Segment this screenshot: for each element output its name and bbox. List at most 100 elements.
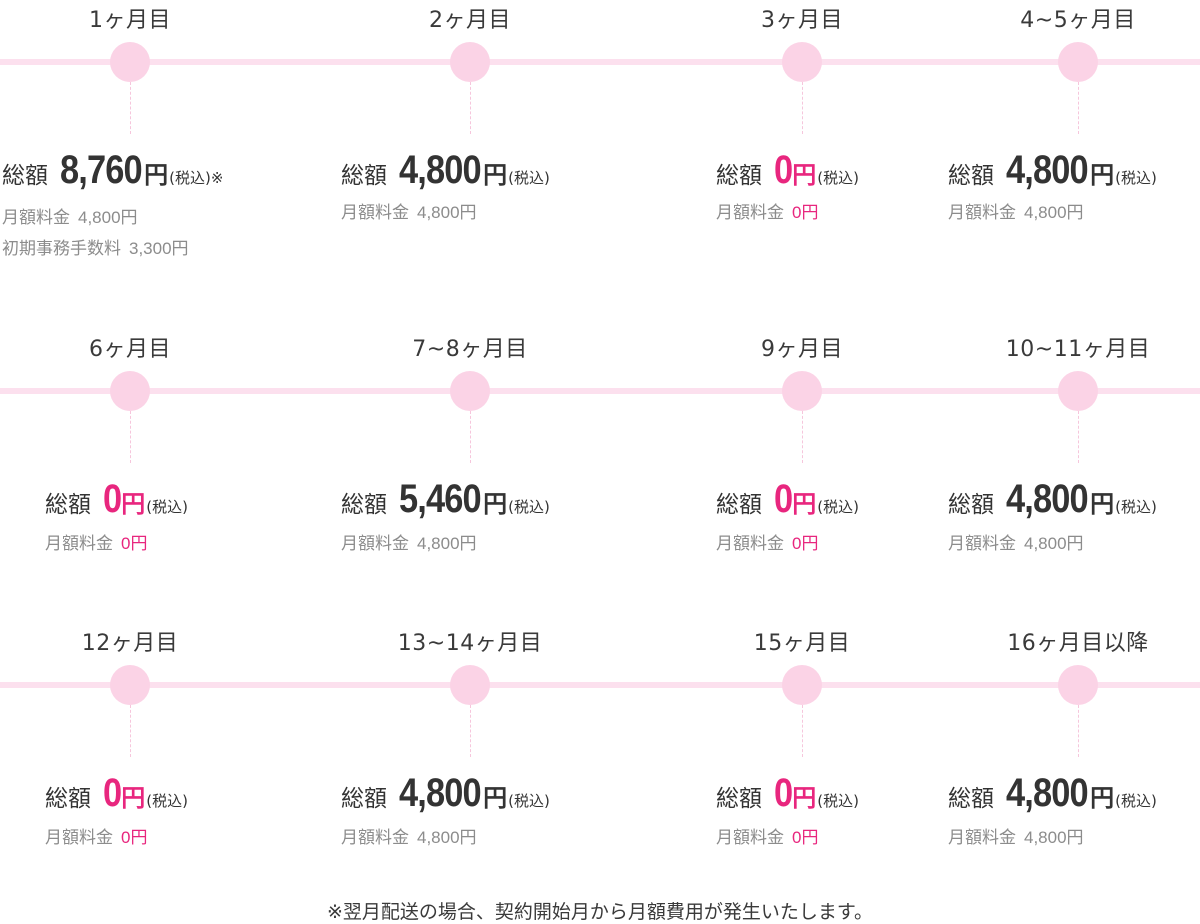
total-label: 総額 [716,492,762,518]
total-price: 総額 4,800 円 (税込) [948,477,1157,522]
period-label: 10~11ヶ月目 [1005,337,1151,362]
yen-unit: 円 [144,161,169,189]
tax-included-label: (税込) [146,792,188,810]
monthly-fee: 月額料金 0円 [716,823,818,848]
yen-unit: 円 [483,490,508,518]
timeline-node [1058,665,1098,705]
initial-fee-label: 初期事務手数料 [2,239,121,259]
tax-included-label: (税込) [817,498,859,516]
total-label: 総額 [341,492,387,518]
yen-unit: 円 [121,490,146,518]
tax-included-label: (税込) [1115,498,1157,516]
total-label: 総額 [45,492,91,518]
timeline-node [450,665,490,705]
monthly-fee: 月額料金 4,800円 [948,529,1084,554]
tax-included-label: (税込) [817,169,859,187]
total-label: 総額 [716,786,762,812]
timeline-node [450,42,490,82]
total-amount: 0 [774,477,793,521]
total-price: 総額 0 円 (税込) [45,771,188,816]
total-price: 総額 0 円 (税込) [716,771,859,816]
monthly-fee-value: 0円 [792,203,819,222]
timeline-connector [1078,411,1079,463]
total-amount: 4,800 [1006,477,1089,521]
total-amount: 0 [774,148,793,192]
timeline-connector [470,705,471,757]
yen-unit: 円 [1090,490,1115,518]
monthly-fee-label: 月額料金 [716,203,784,223]
timeline-connector [130,705,131,757]
total-price: 総額 4,800 円 (税込) [341,771,550,816]
total-amount: 8,760 [60,148,143,192]
monthly-fee-label: 月額料金 [716,828,784,848]
timeline-line [0,59,1200,65]
timeline-line [0,682,1200,688]
tax-included-label: (税込) [508,498,550,516]
total-price: 総額 0 円 (税込) [716,477,859,522]
monthly-fee-value: 0円 [792,534,819,553]
yen-unit: 円 [121,784,146,812]
total-amount: 4,800 [399,148,482,192]
total-price: 総額 4,800 円 (税込) [948,148,1157,193]
timeline-node [110,42,150,82]
total-label: 総額 [341,163,387,189]
timeline-line [0,388,1200,394]
period-label: 7~8ヶ月目 [412,337,528,362]
total-label: 総額 [948,492,994,518]
total-price: 総額 0 円 (税込) [716,148,859,193]
monthly-fee-label: 月額料金 [948,828,1016,848]
timeline-node [110,371,150,411]
monthly-fee-value: 4,800円 [1024,534,1084,553]
tax-included-label: (税込) [1115,792,1157,810]
period-label: 6ヶ月目 [89,337,171,362]
timeline-connector [1078,82,1079,134]
monthly-fee-value: 4,800円 [417,828,477,847]
timeline-connector [130,411,131,463]
timeline-connector [802,82,803,134]
total-label: 総額 [948,163,994,189]
total-label: 総額 [716,163,762,189]
footnote: ※翌月配送の場合、契約開始月から月額費用が発生いたします。 [326,901,874,923]
period-label: 16ヶ月目以降 [1007,631,1149,656]
total-amount: 4,800 [399,771,482,815]
period-label: 12ヶ月目 [81,631,179,656]
tax-included-label: (税込) [508,169,550,187]
yen-unit: 円 [483,784,508,812]
monthly-fee-label: 月額料金 [341,534,409,554]
monthly-fee: 月額料金 0円 [716,529,818,554]
period-label: 1ヶ月目 [89,8,171,33]
tax-included-label: (税込) [508,792,550,810]
monthly-fee-value: 4,800円 [1024,203,1084,222]
total-price: 総額 8,760 円 (税込) ※ [2,148,223,193]
total-amount: 0 [103,771,122,815]
timeline-connector [470,411,471,463]
timeline-node [1058,42,1098,82]
period-label: 4~5ヶ月目 [1020,8,1136,33]
total-amount: 4,800 [1006,771,1089,815]
monthly-fee-label: 月額料金 [948,534,1016,554]
note-mark: ※ [210,169,224,187]
monthly-fee-label: 月額料金 [341,203,409,223]
period-label: 13~14ヶ月目 [397,631,543,656]
monthly-fee-value: 0円 [121,828,148,847]
total-price: 総額 0 円 (税込) [45,477,188,522]
yen-unit: 円 [1090,161,1115,189]
timeline-connector [1078,705,1079,757]
total-price: 総額 4,800 円 (税込) [341,148,550,193]
timeline-node [1058,371,1098,411]
monthly-fee-value: 4,800円 [78,208,138,227]
timeline-node [110,665,150,705]
timeline-node [450,371,490,411]
timeline-connector [802,705,803,757]
monthly-fee-value: 0円 [792,828,819,847]
yen-unit: 円 [792,161,817,189]
monthly-fee-value: 4,800円 [417,203,477,222]
monthly-fee-label: 月額料金 [716,534,784,554]
yen-unit: 円 [792,784,817,812]
